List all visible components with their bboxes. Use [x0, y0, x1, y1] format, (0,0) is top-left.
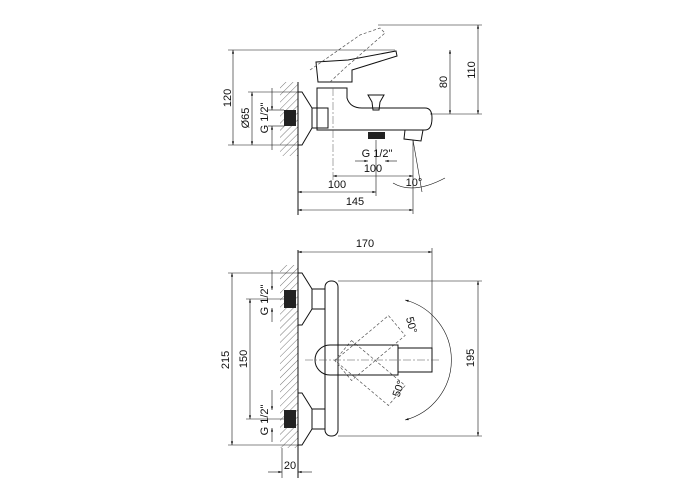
dim-100-upper-label: 100	[364, 163, 382, 175]
outlet-thread	[368, 132, 385, 139]
dim-215-label: 215	[220, 351, 232, 369]
top-view: 50° 50° 170 195 215 150 G 1/2" G 1/2" 20	[220, 238, 482, 478]
dim-outlet-thread-label: G 1/2"	[362, 148, 393, 160]
dim-80-label: 80	[438, 76, 450, 88]
dim-inlet-thread-top-label: G 1/2"	[259, 285, 271, 316]
dim-angle-down-label: 50°	[391, 379, 408, 399]
flange	[298, 91, 313, 146]
inlet-thread-top	[284, 290, 296, 308]
dim-110-label: 110	[466, 61, 478, 79]
dim-120-label: 120	[222, 89, 234, 107]
dim-angle-label: 10°	[406, 177, 423, 189]
dim-100-lower-label: 100	[328, 179, 346, 191]
dim-170-label: 170	[356, 238, 374, 250]
lever-rotated-outlines	[334, 315, 406, 406]
dim-inlet-thread-bottom-label: G 1/2"	[259, 405, 271, 436]
dim-150-label: 150	[238, 350, 250, 368]
lever	[315, 50, 398, 83]
lever-open-outline	[309, 27, 386, 83]
angle-arc	[392, 177, 446, 189]
flange-bottom	[298, 392, 313, 446]
dim-195-label: 195	[465, 349, 477, 367]
side-view: 120 Ø65 G 1/2" 80 110 G 1/2" 100 100 145…	[222, 24, 482, 215]
body-bar	[324, 280, 339, 437]
dim-angle-up-label: 50°	[403, 316, 419, 335]
inlet-thread-bottom	[284, 410, 296, 428]
inlet-thread	[284, 110, 296, 126]
diverter-knob	[367, 94, 385, 111]
dim-145-label: 145	[346, 196, 364, 208]
angle-line	[412, 139, 423, 193]
angle-arc	[404, 299, 452, 421]
wall-hatch	[280, 265, 298, 448]
body-and-spout	[316, 87, 433, 131]
dim-inlet-thread-label: G 1/2"	[259, 103, 271, 134]
connector-top	[311, 288, 326, 310]
lever-handle	[314, 344, 399, 376]
dim-diameter-label: Ø65	[240, 108, 252, 129]
dim-20-label: 20	[284, 460, 296, 472]
spout-nozzle	[403, 129, 424, 142]
connector	[311, 107, 329, 129]
connector-bottom	[311, 408, 326, 430]
flange-top	[298, 272, 313, 326]
